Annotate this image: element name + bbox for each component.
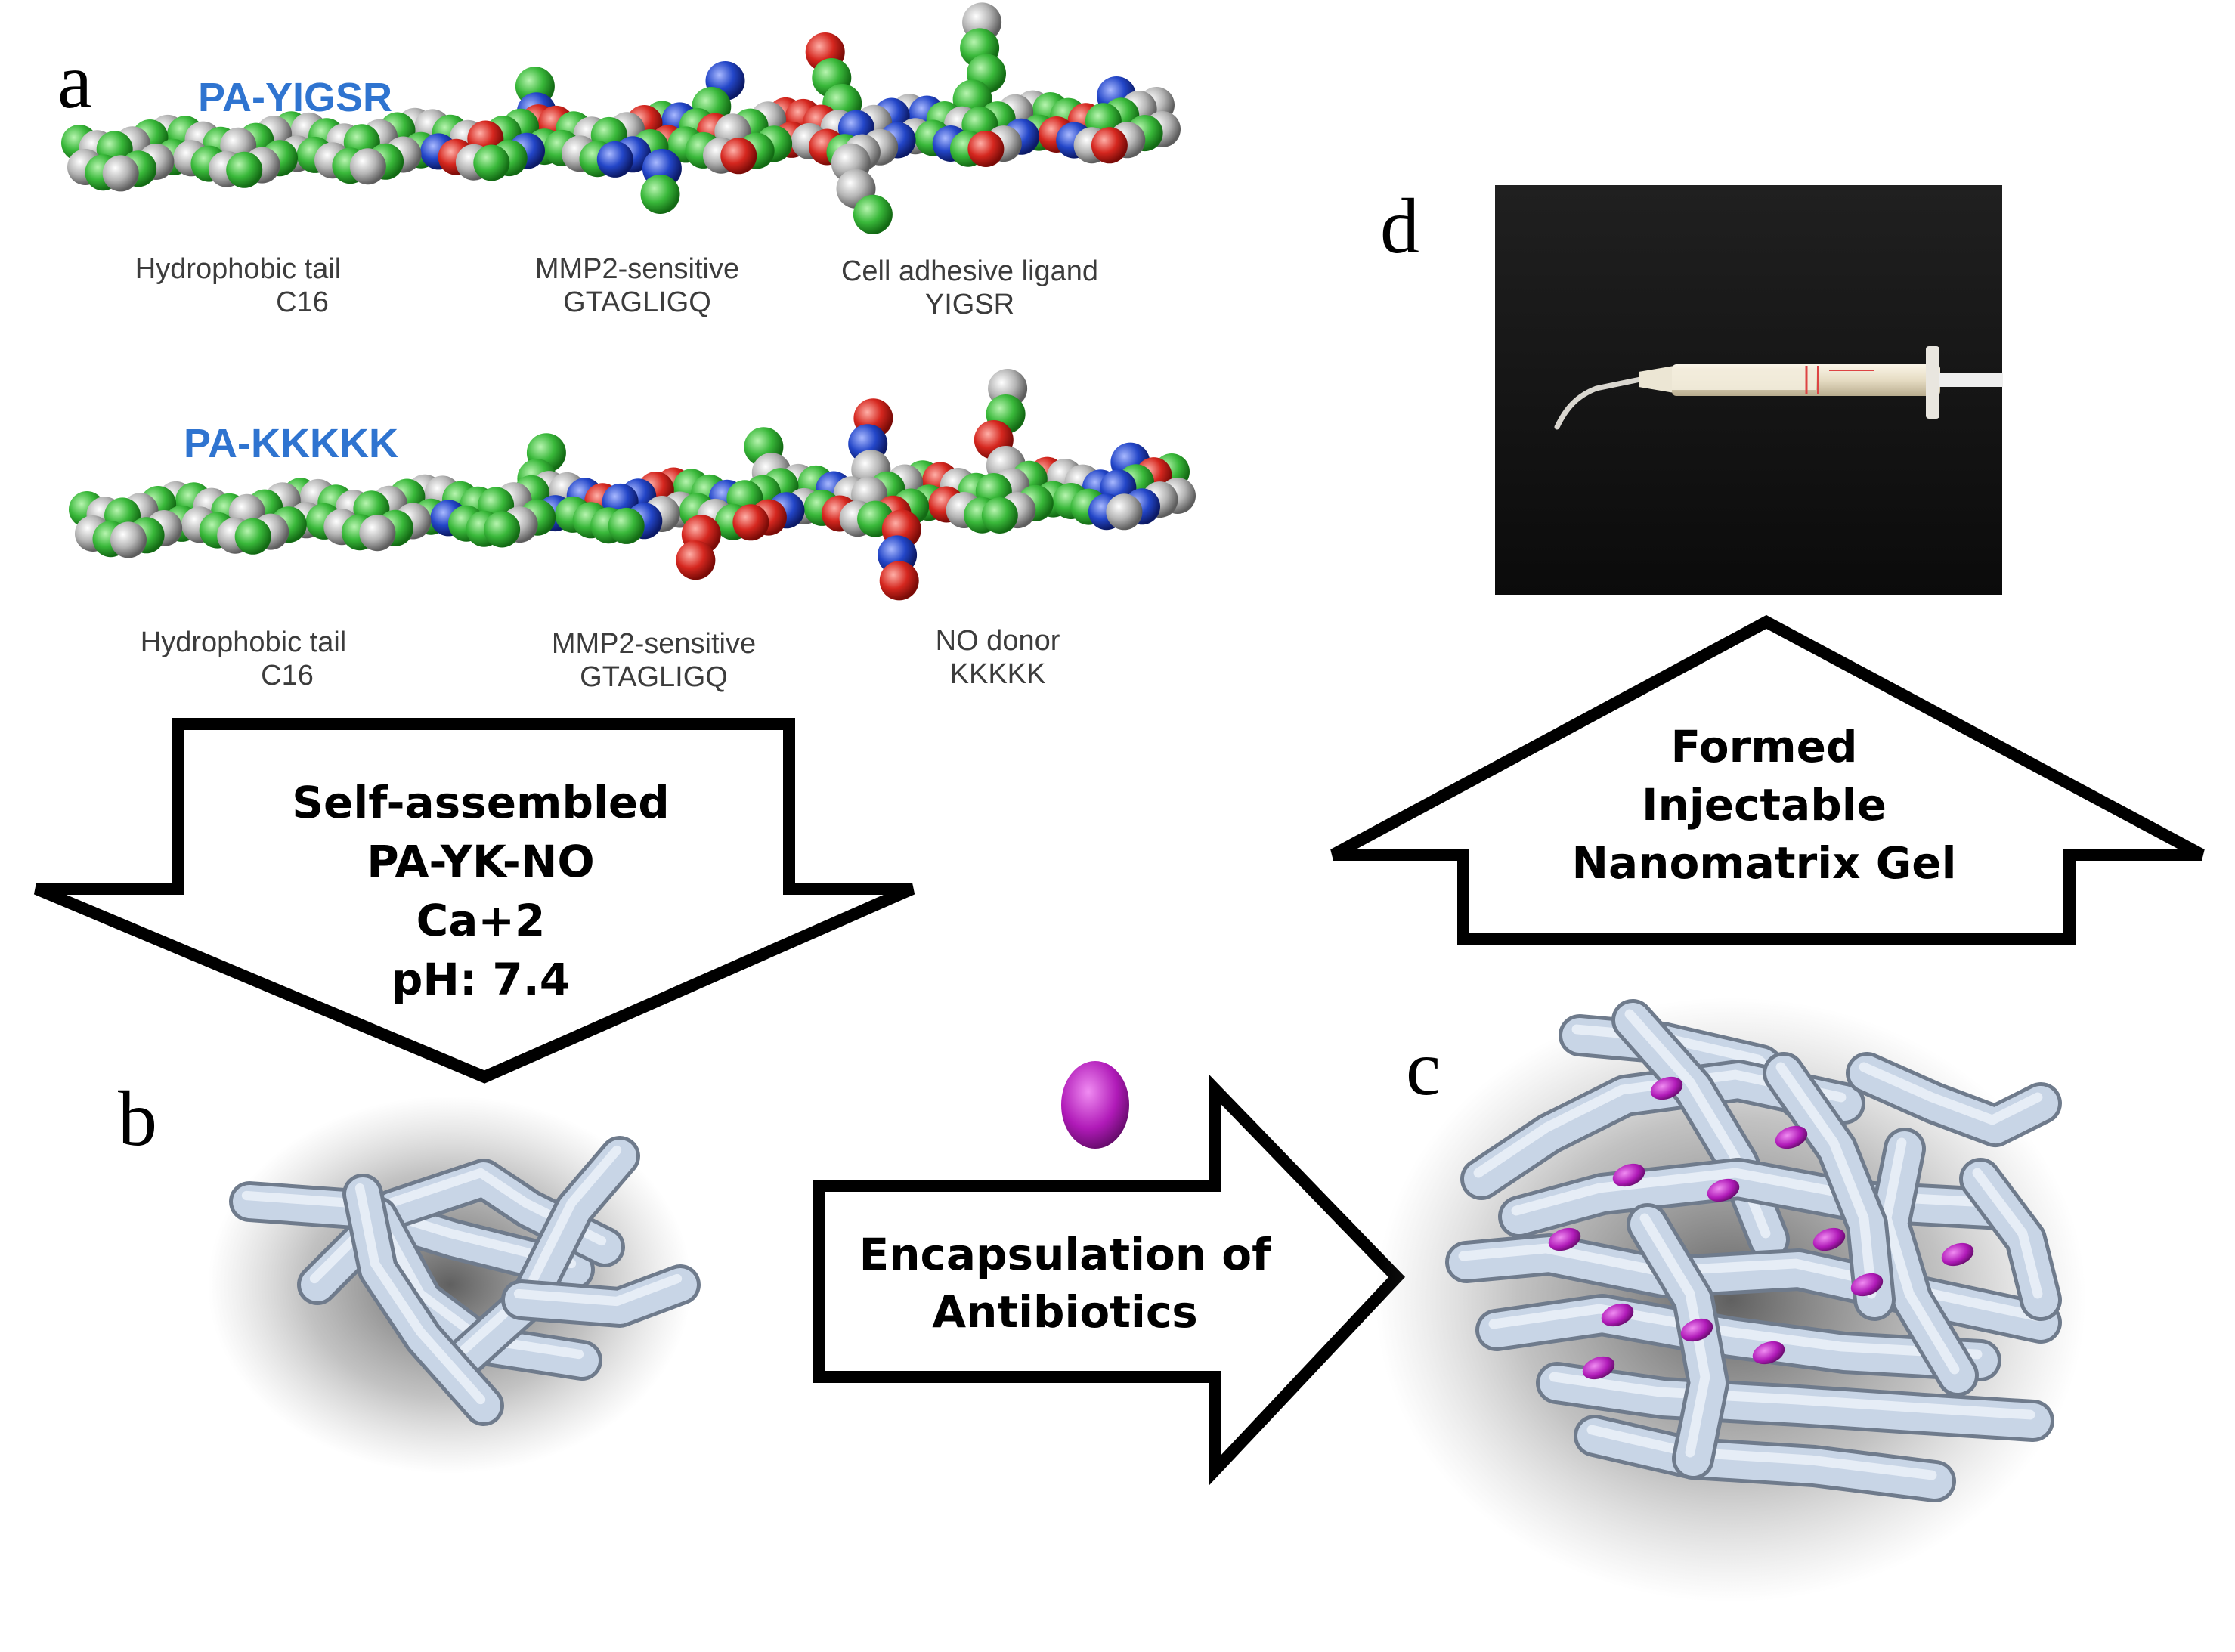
atom-o [967, 131, 1005, 167]
syringe-needle [1554, 376, 1643, 430]
down-arrow-text-line1: Self-assembled [292, 777, 670, 828]
molecule1-label-tail-line1: Hydrophobic tail [135, 253, 341, 285]
atom-c [226, 151, 263, 188]
atom-c [640, 175, 680, 214]
up-arrow-text-line1: Formed [1670, 721, 1857, 772]
molecule2-label-tail-line2: C16 [261, 660, 314, 691]
molecule2-label-nodonor-line1: NO donor [936, 625, 1060, 657]
nanofiber [1540, 1366, 2051, 1438]
atom-h [349, 148, 386, 185]
antibiotic-molecule-icon [1812, 1227, 1846, 1251]
molecule2-label-mmp2-line1: MMP2-sensitive [552, 628, 756, 660]
antibiotic-molecule-icon [1650, 1076, 1683, 1100]
antibiotic-molecule-icon [1548, 1227, 1581, 1251]
right-arrow-text-line2: Antibiotics [932, 1286, 1198, 1338]
atom-c [234, 518, 271, 555]
atom-h [102, 155, 139, 192]
atom-o [1091, 127, 1128, 164]
formed-gel-up-arrow [1330, 614, 2205, 945]
atom-c [608, 507, 645, 544]
antibiotic-molecule-icon [1707, 1178, 1740, 1202]
encapsulation-right-arrow [813, 1075, 1406, 1486]
panel-label-c: c [1406, 1025, 1441, 1112]
nanofiber [1479, 1298, 1998, 1378]
atom-h [110, 521, 147, 558]
panel-label-b: b [118, 1075, 157, 1162]
antibiotic-molecule-icon [1061, 1061, 1129, 1149]
panel-label-a: a [57, 38, 92, 125]
molecule1-label-ligand-line1: Cell adhesive ligand [841, 255, 1098, 287]
nanofiber [437, 1140, 636, 1384]
antibiotic-molecule-icon [1680, 1318, 1713, 1342]
down-arrow-text-line2: PA-YK-NO [367, 836, 594, 887]
syringe-flange [1926, 346, 1939, 419]
down-arrow-text-line3: Ca+2 [416, 895, 546, 946]
syringe-hub [1639, 366, 1674, 393]
atom-n [596, 141, 633, 178]
molecule1-label-tail-line2: C16 [276, 286, 329, 318]
atom-c [853, 194, 893, 234]
atom-h [1106, 493, 1143, 531]
nanofiber [1449, 1237, 2058, 1340]
down-arrow-text-line4: pH: 7.4 [392, 954, 570, 1005]
nanofiber-cluster-b [229, 1136, 701, 1426]
molecule1-space-filling-model [61, 2, 1181, 234]
nanofiber [1577, 1418, 1952, 1499]
molecule2-label-tail-line1: Hydrophobic tail [141, 626, 346, 658]
molecule1-label-ligand-line2: YIGSR [925, 289, 1014, 320]
molecule2-space-filling-model [69, 369, 1196, 601]
antibiotic-molecule-icon [1941, 1242, 1974, 1267]
nanofiber [505, 1268, 697, 1324]
up-arrow-text-line3: Nanomatrix Gel [1571, 837, 1956, 889]
atom-c [473, 144, 510, 181]
panel-label-d: d [1380, 183, 1419, 270]
atom-o [676, 540, 716, 580]
antibiotic-molecule-icon [1752, 1341, 1785, 1365]
atom-c [484, 511, 521, 548]
antibiotic-molecule-icon [1582, 1356, 1615, 1380]
molecule2-title: PA-KKKKK [184, 421, 398, 466]
antibiotic-molecule-icon [1601, 1303, 1634, 1327]
molecule1-label-mmp2-line2: GTAGLIGQ [563, 286, 711, 318]
up-arrow-text-line2: Injectable [1642, 779, 1887, 831]
atom-o [879, 561, 919, 601]
antibiotic-molecule-icon [1775, 1125, 1808, 1149]
syringe-photo [1495, 185, 2003, 595]
syringe-plunger [1939, 373, 2003, 387]
molecule1-label-mmp2-line1: MMP2-sensitive [535, 253, 739, 285]
atom-c [981, 497, 1018, 534]
right-arrow-text-line1: Encapsulation of [859, 1229, 1272, 1280]
atom-o [720, 138, 757, 175]
encapsulated-antibiotics-c [1548, 1076, 1974, 1380]
molecule2-label-nodonor-line2: KKKKK [950, 658, 1046, 690]
antibiotic-molecule-icon [1850, 1273, 1884, 1297]
antibiotic-molecule-icon [1612, 1163, 1645, 1187]
self-assembly-down-arrow [33, 718, 915, 1084]
atom-o [732, 504, 769, 541]
molecule2-label-mmp2-line2: GTAGLIGQ [580, 661, 728, 693]
nanofiber-matrix-c [1445, 999, 2062, 1502]
atom-h [359, 515, 396, 552]
